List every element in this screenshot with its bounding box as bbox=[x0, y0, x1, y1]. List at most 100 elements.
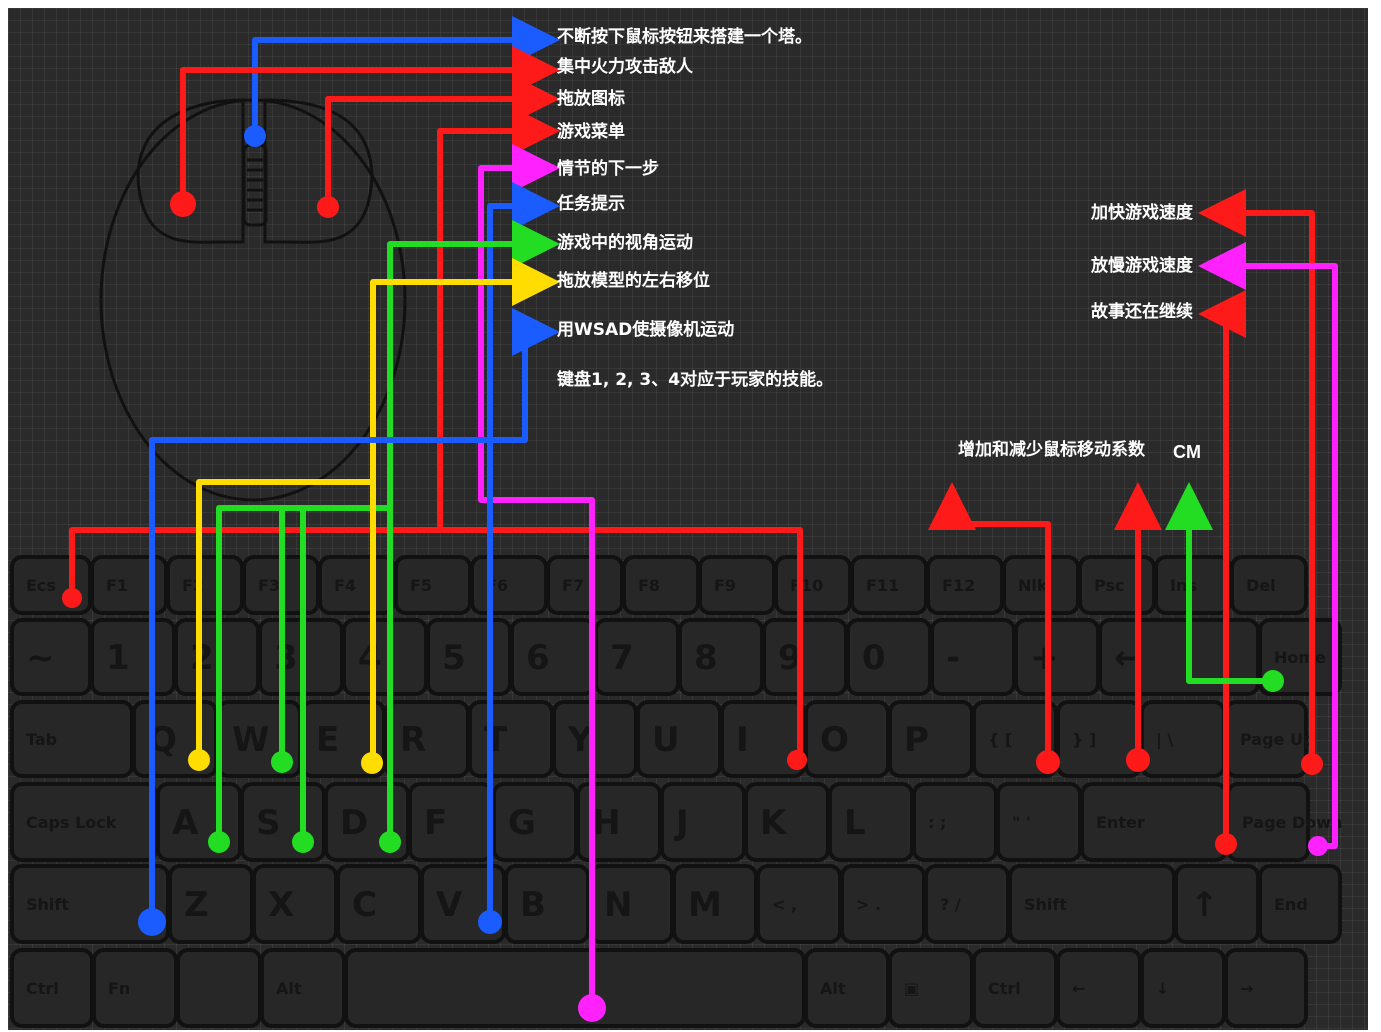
key-g: G bbox=[494, 784, 576, 860]
svg-text:-: - bbox=[946, 638, 960, 678]
label-wsad-camera: 用WSAD使摄像机运动 bbox=[557, 320, 734, 340]
svg-text:Ecs: Ecs bbox=[26, 576, 56, 595]
key-6: 6 bbox=[512, 620, 594, 694]
svg-text:Home: Home bbox=[1274, 648, 1326, 667]
label-slow-down: 放慢游戏速度 bbox=[1040, 256, 1193, 276]
label-next-story: 情节的下一步 bbox=[557, 159, 659, 179]
key-o: O bbox=[806, 702, 888, 776]
svg-text:Alt: Alt bbox=[820, 979, 846, 998]
key-shift: Shift bbox=[1010, 866, 1174, 942]
key-f8: F8 bbox=[624, 557, 698, 613]
svg-text:B: B bbox=[520, 885, 546, 925]
key-enter: Enter bbox=[1082, 784, 1226, 860]
label-story-continue: 故事还在继续 bbox=[1040, 302, 1193, 322]
svg-text:A: A bbox=[172, 803, 199, 843]
key-8: 8 bbox=[680, 620, 762, 694]
svg-text:5: 5 bbox=[442, 638, 466, 678]
key-ins: Ins bbox=[1156, 557, 1230, 613]
key-alt: Alt bbox=[262, 950, 344, 1026]
svg-text:F4: F4 bbox=[334, 576, 356, 595]
key-nlk: Nlk bbox=[1004, 557, 1078, 613]
dot-esc bbox=[62, 588, 82, 608]
key--: - bbox=[932, 620, 1014, 694]
label-view-move: 游戏中的视角运动 bbox=[557, 233, 693, 253]
key-1: 1 bbox=[92, 620, 174, 694]
key-0: 0 bbox=[848, 620, 930, 694]
label-speed-up: 加快游戏速度 bbox=[1040, 203, 1193, 223]
dot-v bbox=[478, 910, 502, 934]
key--: " ' bbox=[998, 784, 1080, 860]
key-ctrl: Ctrl bbox=[974, 950, 1056, 1026]
svg-text:Ctrl: Ctrl bbox=[26, 979, 59, 998]
svg-text:E: E bbox=[316, 720, 339, 760]
svg-text:Del: Del bbox=[1246, 576, 1276, 595]
dot-bracket-left bbox=[1036, 750, 1060, 774]
key-z: Z bbox=[170, 866, 252, 942]
key--: + bbox=[1016, 620, 1098, 694]
svg-text:F7: F7 bbox=[562, 576, 584, 595]
dot-mouse-wheel bbox=[244, 125, 266, 147]
key--: ▣ bbox=[890, 950, 972, 1026]
svg-text:O: O bbox=[820, 720, 849, 760]
svg-text:▣: ▣ bbox=[904, 979, 919, 998]
svg-text:N: N bbox=[604, 885, 632, 925]
key--: ← bbox=[1058, 950, 1140, 1026]
svg-text:3: 3 bbox=[274, 638, 298, 678]
key--: ↑ bbox=[1176, 866, 1258, 942]
dot-s bbox=[292, 831, 314, 853]
dot-home bbox=[1262, 670, 1284, 692]
label-focus-fire: 集中火力攻击敌人 bbox=[557, 57, 693, 77]
key-f10: F10 bbox=[776, 557, 850, 613]
svg-text:M: M bbox=[688, 885, 722, 925]
svg-text:Shift: Shift bbox=[26, 895, 69, 914]
key-f9: F9 bbox=[700, 557, 774, 613]
key-f12: F12 bbox=[928, 557, 1002, 613]
label-mouse-coeff: 增加和减少鼠标移动系数 bbox=[958, 440, 1145, 460]
key-4: 4 bbox=[344, 620, 426, 694]
key--: ~ bbox=[12, 620, 90, 694]
svg-text:Page Up: Page Up bbox=[1240, 730, 1314, 749]
svg-text:F11: F11 bbox=[866, 576, 899, 595]
svg-text:1: 1 bbox=[106, 638, 130, 678]
svg-text:+: + bbox=[1030, 638, 1059, 678]
svg-text:↓: ↓ bbox=[1156, 979, 1169, 998]
svg-text:Alt: Alt bbox=[276, 979, 302, 998]
dot-w bbox=[271, 751, 293, 773]
label-drag-icon: 拖放图标 bbox=[557, 89, 625, 109]
dot-d bbox=[379, 831, 401, 853]
svg-text:→: → bbox=[1240, 979, 1253, 998]
svg-text:F5: F5 bbox=[410, 576, 432, 595]
dot-i bbox=[787, 750, 807, 770]
key-p: P bbox=[890, 702, 972, 776]
key-t: T bbox=[470, 702, 552, 776]
key-7: 7 bbox=[596, 620, 678, 694]
label-cm: CM bbox=[1173, 442, 1201, 462]
dot-enter bbox=[1215, 833, 1237, 855]
svg-text:S: S bbox=[256, 803, 281, 843]
svg-text:End: End bbox=[1274, 895, 1308, 914]
svg-text:~: ~ bbox=[26, 638, 55, 678]
key-alt: Alt bbox=[806, 950, 888, 1026]
svg-text:: ;: : ; bbox=[928, 813, 946, 832]
key-caps-lock: Caps Lock bbox=[12, 784, 156, 860]
svg-text:{ [: { [ bbox=[988, 730, 1012, 749]
key-tab: Tab bbox=[12, 702, 132, 776]
key--: → bbox=[1226, 950, 1306, 1026]
svg-text:Z: Z bbox=[184, 885, 209, 925]
svg-text:Shift: Shift bbox=[1024, 895, 1067, 914]
key--: | \ bbox=[1142, 702, 1224, 776]
key--: ↓ bbox=[1142, 950, 1224, 1026]
svg-text:4: 4 bbox=[358, 638, 382, 678]
svg-text:P: P bbox=[904, 720, 929, 760]
svg-text:←: ← bbox=[1072, 979, 1085, 998]
svg-text:Nlk: Nlk bbox=[1018, 576, 1048, 595]
svg-text:Fn: Fn bbox=[108, 979, 130, 998]
key-b: B bbox=[506, 866, 588, 942]
label-task-hint: 任务提示 bbox=[557, 194, 625, 214]
svg-text:Psc: Psc bbox=[1094, 576, 1124, 595]
key-x: X bbox=[254, 866, 336, 942]
key-fn: Fn bbox=[94, 950, 176, 1026]
key-del: Del bbox=[1232, 557, 1306, 613]
